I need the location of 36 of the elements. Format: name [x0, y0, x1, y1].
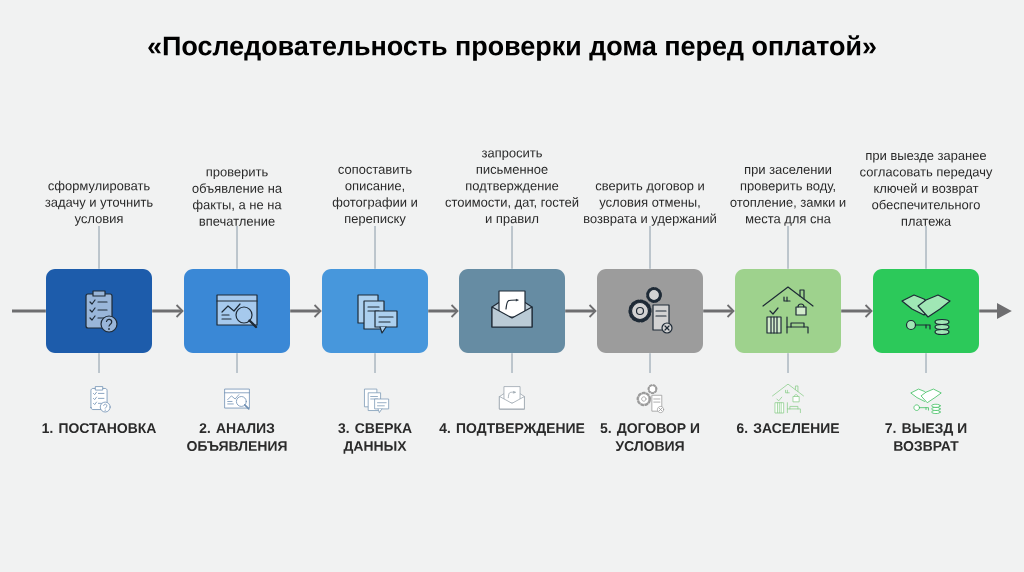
arrow: [428, 304, 459, 318]
step-label: 3. СВЕРКА ДАННЫХ: [338, 423, 412, 454]
step-description: проверить объявление на факты, а не на впечатление: [192, 169, 283, 226]
arrow: [841, 304, 873, 318]
step-label: 5. ДОГОВОР И УСЛОВИЯ: [600, 423, 700, 451]
step-label: 1. ПОСТАНОВКА: [42, 423, 156, 434]
connector-line: [925, 225, 927, 270]
step-description: сопоставить описание, фотографии и переписку: [332, 166, 417, 226]
timeline-line: [12, 309, 46, 313]
arrow: [152, 304, 184, 318]
step-label: 2. АНАЛИЗ ОБЪЯВЛЕНИЯ: [187, 423, 287, 451]
step-description: запросить письменное подтверждение стоимости, дат, гостей и правил: [445, 150, 579, 226]
title: «Последовательность проверки дома перед оплатой»: [148, 35, 876, 61]
connector-line: [925, 352, 927, 374]
step-description: сверить договор и условия отмены, возврата и удержаний: [584, 183, 716, 226]
step-description: при заселении проверить воду, отопление, замки и места для сна: [730, 166, 846, 226]
connector-line: [511, 225, 513, 270]
connector-line: [649, 225, 651, 270]
arrow: [703, 304, 735, 318]
connector-line: [236, 225, 238, 270]
connector-line: [511, 352, 513, 374]
connector-line: [649, 352, 651, 374]
connector-line: [787, 225, 789, 270]
step-description: при выезде заранее согласовать передачу ключей и возврат обеспечительного платежа: [860, 152, 993, 226]
arrow: [290, 304, 322, 318]
connector-line: [98, 352, 100, 374]
connector-line: [98, 225, 100, 270]
step-label: 6. ЗАСЕЛЕНИЕ: [736, 423, 840, 434]
step-description: сформулировать задачу и уточнить условия: [45, 180, 153, 226]
connector-line: [236, 352, 238, 374]
step-label: 7. ВЫЕЗД И ВОЗВРАТ: [885, 423, 967, 451]
connector-line: [374, 352, 376, 374]
connector-line: [787, 352, 789, 374]
connector-line: [374, 225, 376, 270]
arrow: [565, 304, 597, 318]
step-label: 4. ПОДТВЕРЖДЕНИЕ: [439, 423, 585, 436]
